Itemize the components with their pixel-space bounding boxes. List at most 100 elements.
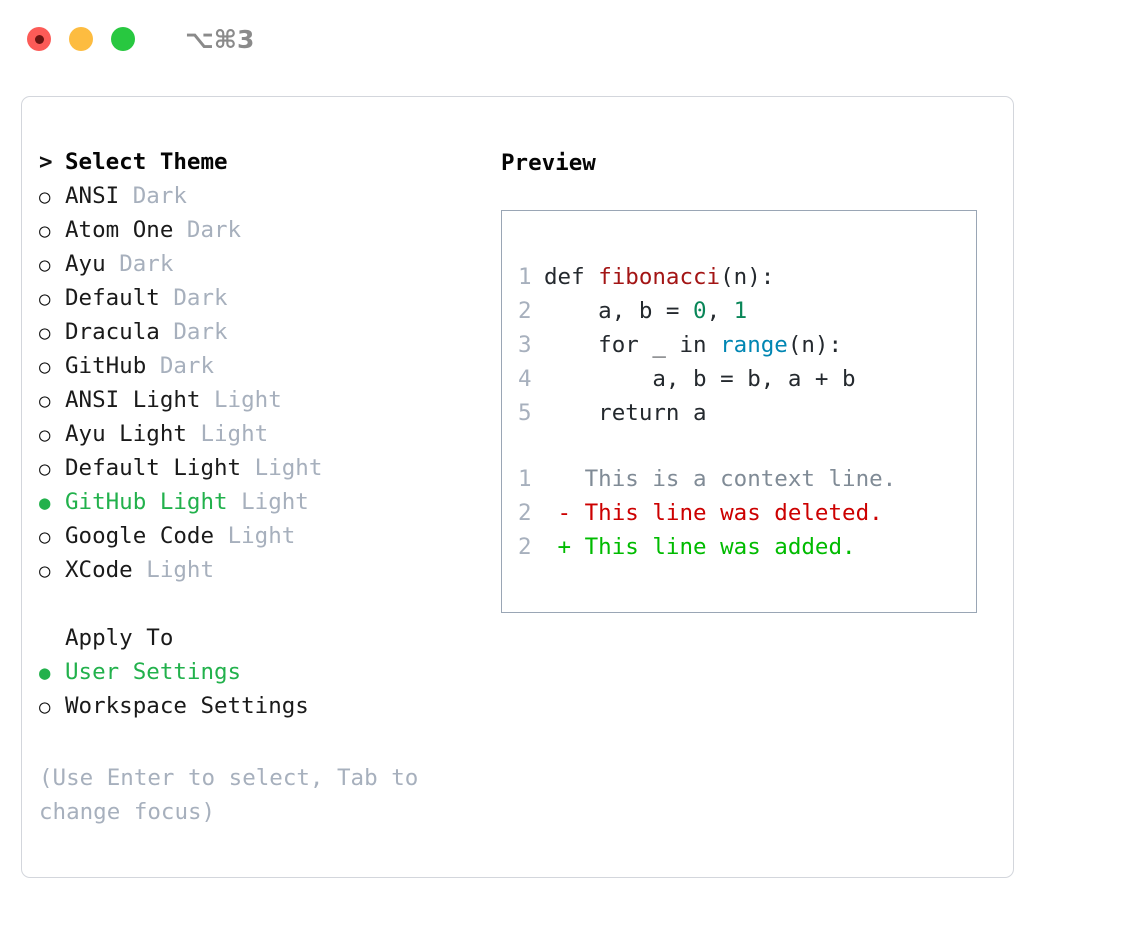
- theme-option-tag: Light: [214, 387, 282, 413]
- radio-selected-icon[interactable]: ●: [39, 662, 51, 684]
- diff-sample: 1 This is a context line.2 - This line w…: [518, 462, 976, 564]
- main-panel: > Select Theme ○ANSI Dark○Atom One Dark○…: [21, 96, 1014, 878]
- code-line-number: 4: [518, 366, 532, 392]
- theme-option-tag: Dark: [173, 319, 228, 345]
- theme-option-tag: Light: [227, 523, 296, 549]
- theme-option-ayu-light[interactable]: ○Ayu Light Light: [39, 421, 469, 455]
- diff-line-del: 2 - This line was deleted.: [518, 496, 976, 530]
- section-gap: [39, 591, 469, 625]
- radio-unselected-icon[interactable]: ○: [39, 254, 51, 276]
- code-line: 2 a, b = 0, 1: [518, 294, 976, 328]
- label-spacer: [160, 285, 174, 311]
- window-controls: [27, 27, 135, 51]
- diff-line-content: This is a context line.: [584, 466, 897, 492]
- code-token-plain: for _ in: [544, 332, 721, 358]
- radio-selected-icon[interactable]: ●: [39, 492, 51, 514]
- theme-option-ansi-light[interactable]: ○ ANSI Light Light: [39, 387, 469, 421]
- code-token-plain: a, b =: [544, 298, 694, 324]
- theme-option-label: Ayu Light: [65, 421, 187, 447]
- radio-unselected-icon[interactable]: ○: [39, 288, 51, 310]
- theme-option-label: ANSI: [65, 183, 120, 209]
- radio-unselected-icon[interactable]: ○: [39, 356, 51, 378]
- code-line-content: a, b = b, a + b: [544, 362, 856, 396]
- theme-option-tag: Light: [146, 557, 215, 583]
- code-token-num: 1: [733, 298, 748, 324]
- theme-picker-title: Select Theme: [65, 149, 228, 175]
- diff-marker: -: [544, 500, 585, 526]
- radio-unselected-icon[interactable]: ○: [39, 458, 51, 480]
- radio-unselected-icon[interactable]: ○: [39, 322, 51, 344]
- theme-option-default[interactable]: ○ Default Dark: [39, 285, 469, 319]
- diff-marker: +: [544, 534, 585, 560]
- label-spacer: [160, 319, 174, 345]
- theme-option-ansi[interactable]: ○ ANSI Dark: [39, 183, 469, 217]
- theme-option-dracula[interactable]: ○Dracula Dark: [39, 319, 469, 353]
- label-spacer: [173, 217, 187, 243]
- theme-option-github-light[interactable]: ● GitHub Light Light: [39, 489, 469, 523]
- theme-option-xcode[interactable]: ○XCode Light: [39, 557, 469, 591]
- keyboard-hint: (Use Enter to select, Tab to change focu…: [39, 765, 419, 825]
- code-diff-gap: [518, 430, 976, 462]
- code-line: 4 a, b = b, a + b: [518, 362, 976, 396]
- theme-option-tag: Dark: [132, 183, 187, 209]
- theme-option-label: Ayu: [65, 251, 106, 277]
- label-spacer: [133, 557, 147, 583]
- code-token-plain: def: [544, 264, 599, 290]
- label-spacer: [119, 183, 133, 209]
- label-spacer: [187, 421, 201, 447]
- theme-option-label: Default Light: [65, 455, 242, 481]
- maximize-button[interactable]: [111, 27, 135, 51]
- radio-unselected-icon[interactable]: ○: [39, 424, 51, 446]
- code-line-number: 3: [518, 332, 532, 358]
- close-button[interactable]: [27, 27, 51, 51]
- code-token-num: 0: [693, 298, 707, 324]
- code-token-plain: (n):: [720, 264, 775, 290]
- radio-unselected-icon[interactable]: ○: [39, 220, 51, 242]
- theme-option-tag: Dark: [159, 353, 215, 379]
- theme-option-label: ANSI Light: [65, 387, 201, 413]
- preview-title: Preview: [501, 150, 596, 176]
- radio-unselected-icon[interactable]: ○: [39, 560, 51, 582]
- code-line: 1 def fibonacci(n):: [518, 260, 976, 294]
- theme-option-tag: Dark: [173, 285, 228, 311]
- theme-option-google-code[interactable]: ○Google Code Light: [39, 523, 469, 557]
- theme-option-tag: Light: [254, 455, 323, 481]
- code-token-plain: a, b = b, a + b: [544, 366, 856, 392]
- code-line-number: 1: [518, 264, 532, 290]
- theme-option-label: GitHub: [65, 353, 147, 379]
- label-spacer: [200, 387, 214, 413]
- radio-unselected-icon[interactable]: ○: [39, 186, 51, 208]
- diff-line-content: This line was added.: [584, 534, 856, 560]
- apply-to-list: ●User Settings○Workspace Settings: [39, 659, 469, 727]
- theme-option-ayu[interactable]: ○Ayu Dark: [39, 251, 469, 285]
- diff-line-number: 2: [518, 534, 532, 560]
- theme-option-default-light[interactable]: ○ Default Light Light: [39, 455, 469, 489]
- apply-to-option-workspace-settings[interactable]: ○Workspace Settings: [39, 693, 469, 727]
- theme-option-atom-one[interactable]: ○Atom One Dark: [39, 217, 469, 251]
- theme-option-github[interactable]: ○ GitHub Dark: [39, 353, 469, 387]
- apply-to-option-user-settings[interactable]: ●User Settings: [39, 659, 469, 693]
- code-line-number: 5: [518, 400, 532, 426]
- minimize-button[interactable]: [69, 27, 93, 51]
- radio-unselected-icon[interactable]: ○: [39, 390, 51, 412]
- code-line-content: return a: [544, 396, 706, 430]
- theme-option-label: GitHub Light: [65, 489, 228, 515]
- diff-line-number: 2: [518, 500, 532, 526]
- label-spacer: [214, 523, 228, 549]
- theme-option-label: Default: [65, 285, 160, 311]
- theme-option-label: Atom One: [65, 217, 174, 243]
- theme-option-tag: Light: [241, 489, 309, 515]
- code-line-content: def fibonacci(n):: [544, 260, 774, 294]
- label-spacer: [146, 353, 160, 379]
- diff-line-ctx: 1 This is a context line.: [518, 462, 976, 496]
- keyboard-shortcut-label: ⌥⌘3: [185, 24, 255, 54]
- label-spacer: [241, 455, 255, 481]
- code-token-call: range: [720, 332, 788, 358]
- radio-unselected-icon[interactable]: ○: [39, 696, 51, 718]
- code-token-plain: ,: [706, 298, 734, 324]
- code-token-func: fibonacci: [598, 264, 721, 290]
- radio-unselected-icon[interactable]: ○: [39, 526, 51, 548]
